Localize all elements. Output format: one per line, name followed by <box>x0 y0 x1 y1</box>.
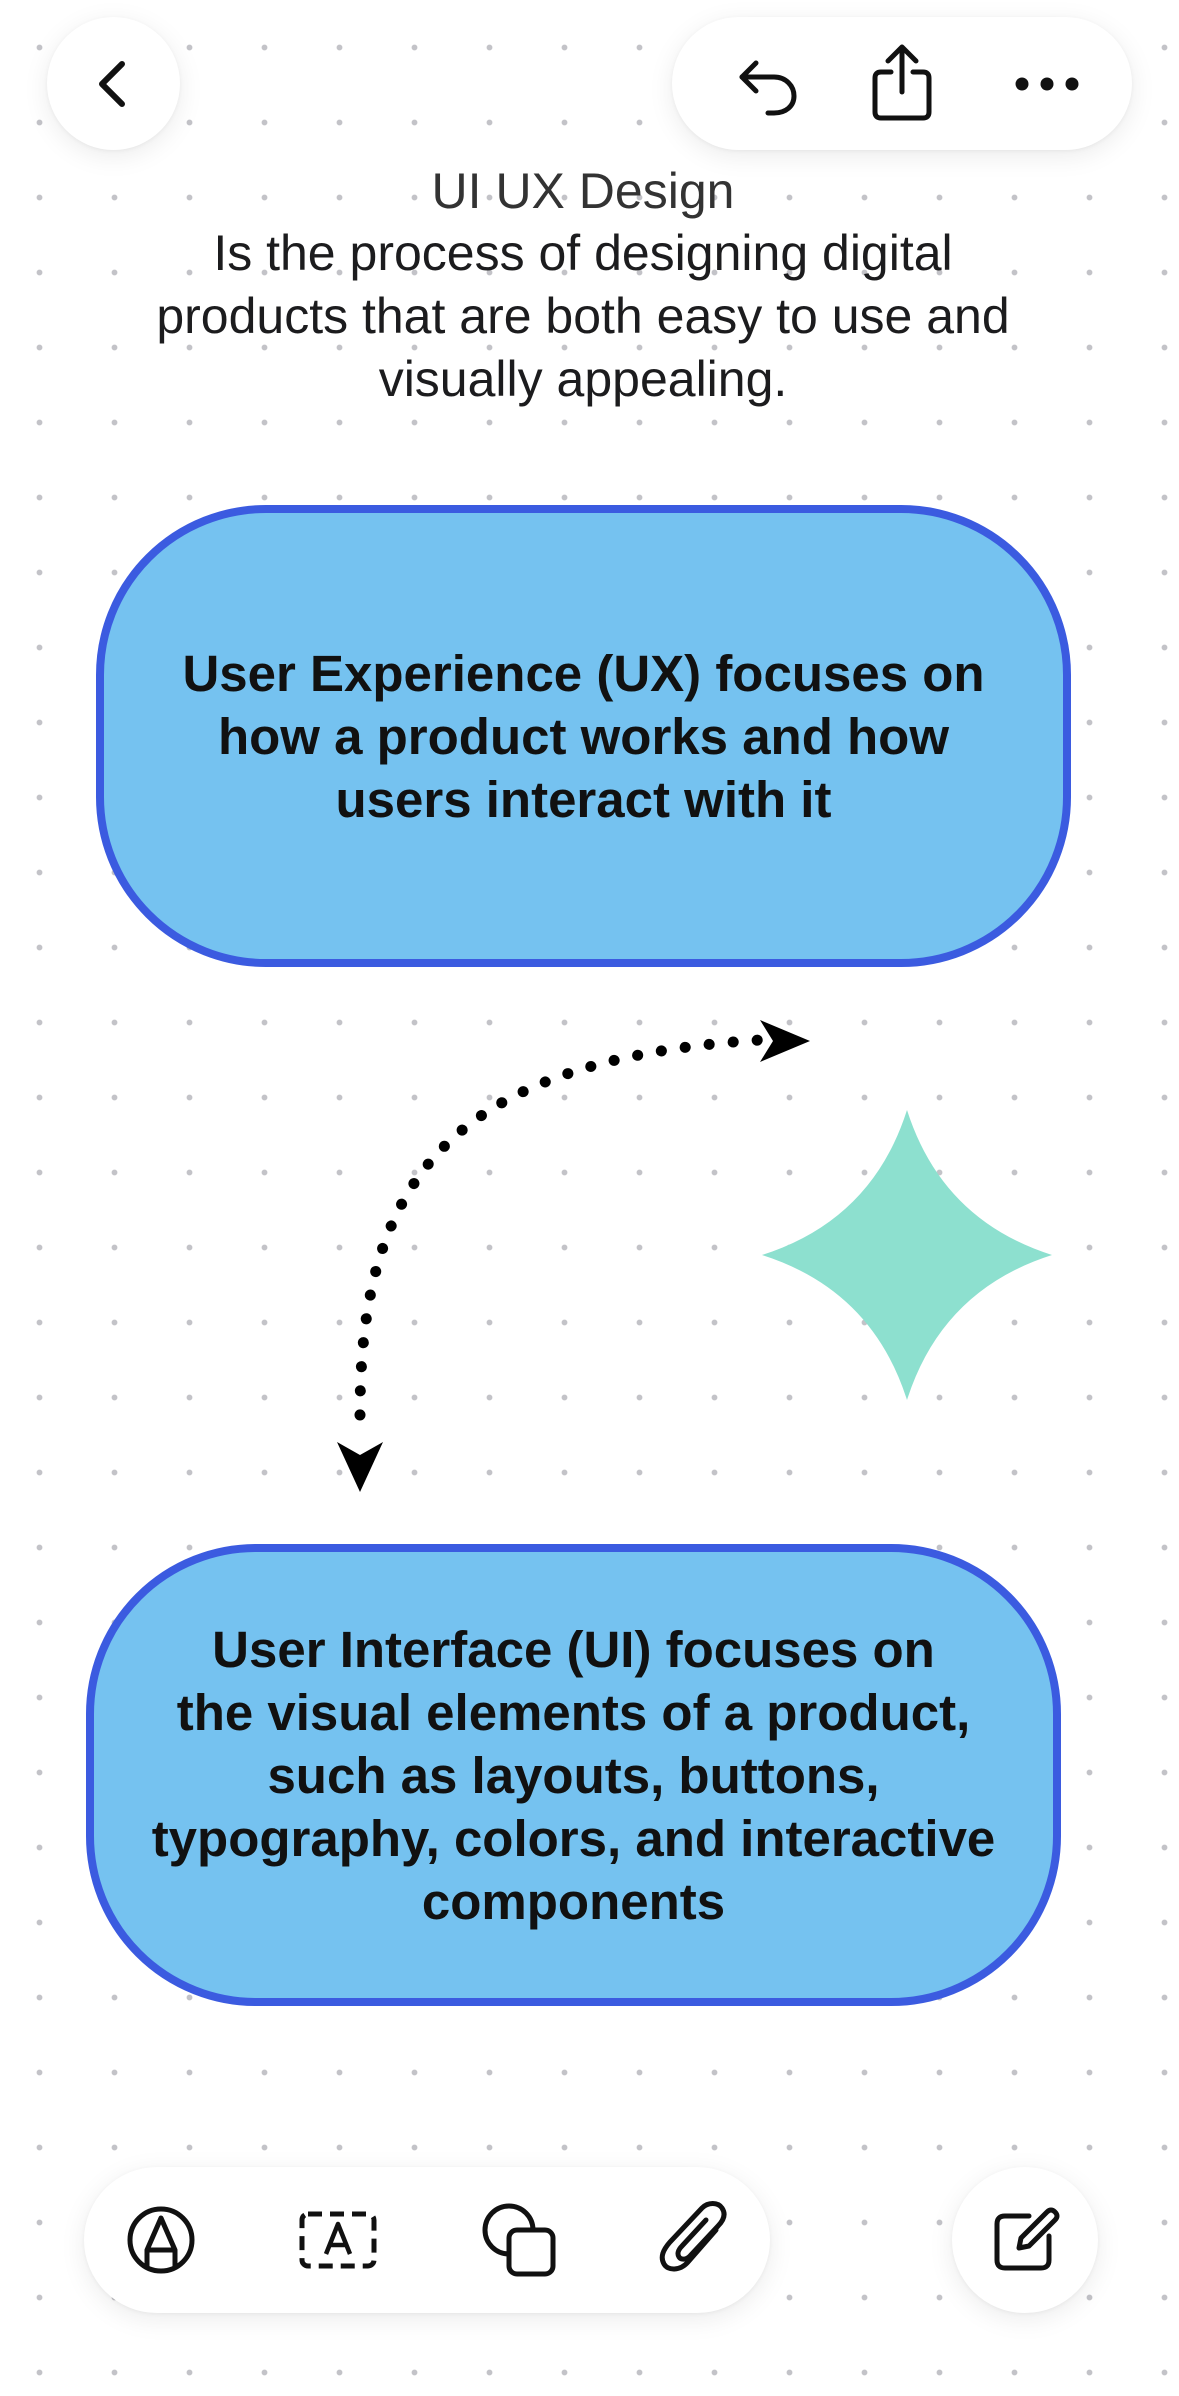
shapes-button[interactable] <box>464 2185 574 2295</box>
compose-icon <box>994 2207 1060 2271</box>
undo-button[interactable] <box>712 29 822 139</box>
bottom-toolbar <box>84 2167 770 2313</box>
arrowhead-down-icon <box>337 1442 383 1492</box>
canvas-description: Is the process of designing digital prod… <box>156 225 1010 407</box>
dotted-curved-arrow-connector[interactable] <box>337 1020 810 1492</box>
share-icon <box>872 44 932 121</box>
share-button[interactable] <box>847 27 957 137</box>
ux-card-text: User Experience (UX) focuses on how a pr… <box>182 644 985 828</box>
shapes-icon <box>482 2203 556 2277</box>
undo-icon <box>739 60 797 116</box>
compose-button[interactable] <box>952 2167 1098 2313</box>
pen-tool-button[interactable] <box>106 2185 216 2295</box>
back-button[interactable] <box>47 17 180 150</box>
pen-tool-icon <box>127 2206 195 2274</box>
ux-card[interactable]: User Experience (UX) focuses on how a pr… <box>96 505 1071 967</box>
text-box-button[interactable] <box>283 2185 393 2295</box>
four-point-star-icon[interactable] <box>762 1110 1052 1400</box>
ui-card[interactable]: User Interface (UI) focuses on the visua… <box>86 1544 1061 2006</box>
more-horizontal-icon <box>1015 77 1079 91</box>
top-toolbar <box>0 0 1179 170</box>
paperclip-icon <box>659 2201 727 2272</box>
header-text-block[interactable]: UI UX Design Is the process of designing… <box>60 160 1106 411</box>
ui-card-text: User Interface (UI) focuses on the visua… <box>151 1620 996 1930</box>
attach-button[interactable] <box>639 2185 749 2295</box>
canvas-title: UI UX Design <box>431 163 735 219</box>
text-box-icon <box>299 2211 377 2269</box>
more-button[interactable] <box>992 29 1102 139</box>
chevron-left-icon <box>98 60 125 107</box>
arrowhead-right-icon <box>760 1020 810 1062</box>
actions-pill <box>672 17 1132 150</box>
